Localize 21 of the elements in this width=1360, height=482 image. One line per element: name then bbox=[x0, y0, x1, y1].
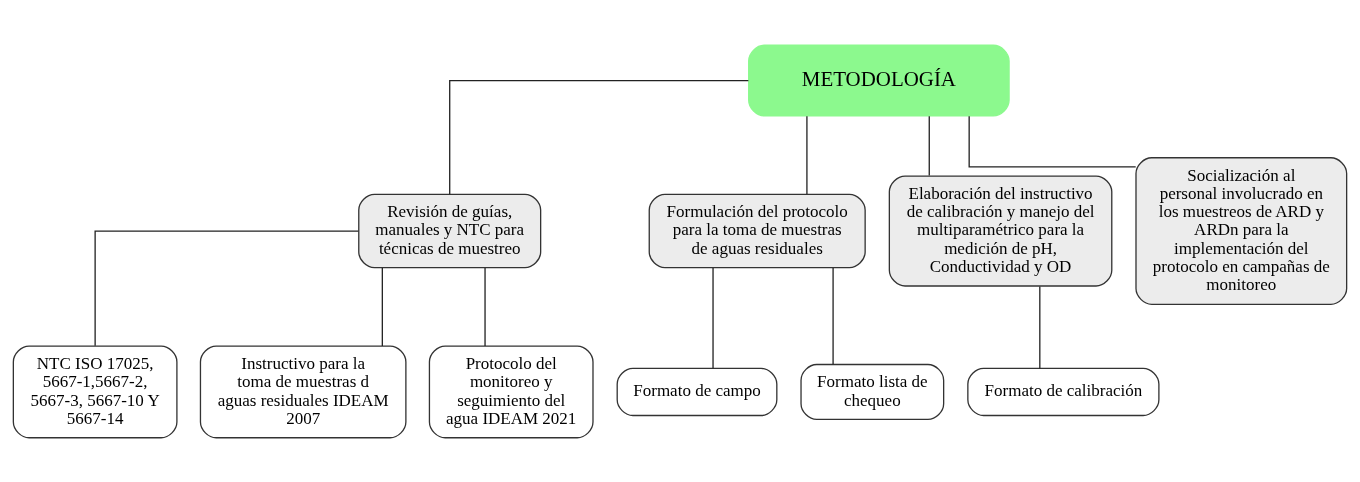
connector bbox=[832, 266, 834, 365]
node-box: Instructivo para la toma de muestras d aguas residuales IDEAM 2007 bbox=[199, 345, 407, 438]
connector bbox=[968, 115, 1137, 168]
connector bbox=[712, 266, 714, 369]
node-box: Elaboración del instructivo de calibración y manejo del multiparamétrico para la medición de pH, Conductividad y OD bbox=[888, 174, 1113, 287]
connector bbox=[484, 266, 486, 347]
node-box: Revisión de guías, manuales y NTC para técnicas de muestreo bbox=[358, 193, 542, 268]
node-box: Formato de campo bbox=[616, 367, 778, 416]
connector bbox=[928, 115, 930, 176]
node-box: Protocolo del monitoreo y seguimiento del agua IDEAM 2021 bbox=[428, 345, 594, 438]
connector bbox=[381, 266, 383, 347]
connector bbox=[806, 115, 808, 195]
connector bbox=[449, 79, 750, 195]
node-box: Formato de calibración bbox=[967, 367, 1160, 416]
connector bbox=[94, 229, 360, 346]
connector bbox=[1039, 285, 1041, 369]
node-box: Formato lista de chequeo bbox=[800, 363, 945, 420]
node-box: METODOLOGÍA bbox=[748, 44, 1010, 117]
node-box: NTC ISO 17025, 5667-1,5667-2, 5667-3, 5667-10 Y 5667-14 bbox=[12, 345, 178, 438]
node-box: Socialización al personal involucrado en los muestreos de ARD y ARDn para la implementación del protocolo en campañas de monitoreo bbox=[1135, 156, 1348, 305]
node-box: Formulación del protocolo para la toma de muestras de aguas residuales bbox=[648, 193, 866, 268]
